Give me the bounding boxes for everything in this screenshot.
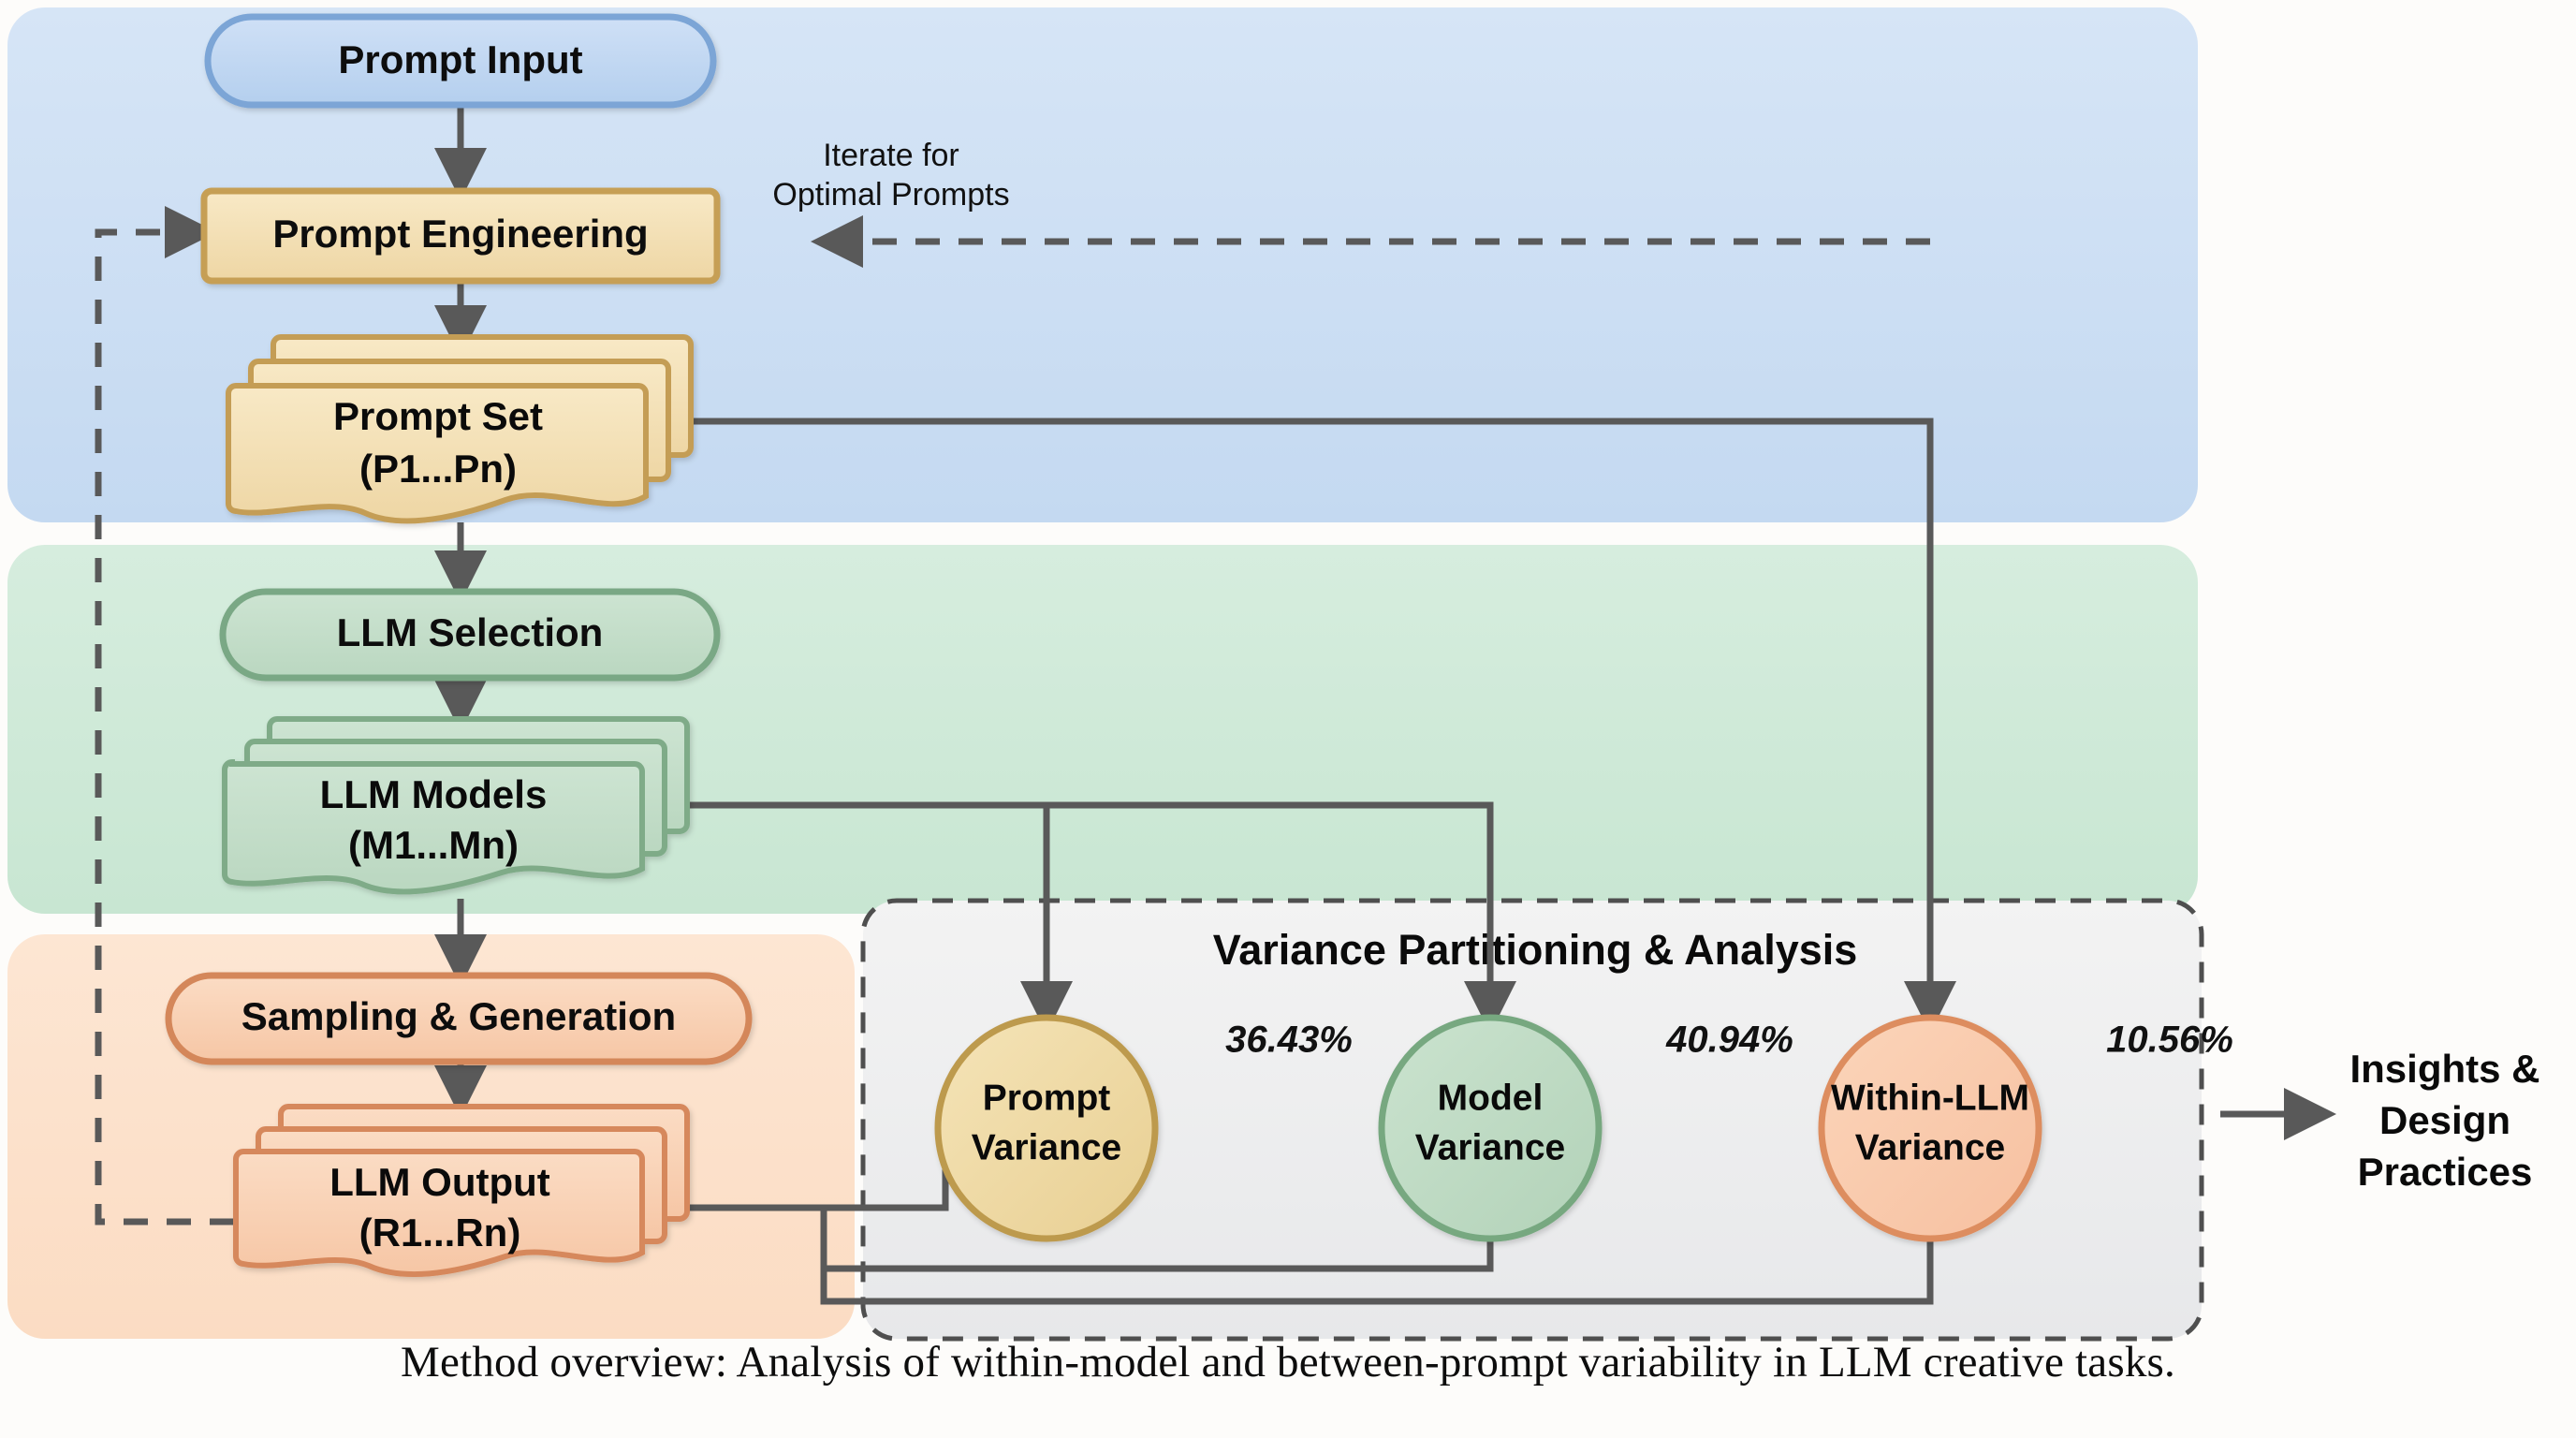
prompt-set-sheet-1[interactable] (226, 383, 649, 524)
llm-selection-label: LLM Selection (337, 610, 604, 654)
outcome-line2: Design (2379, 1098, 2510, 1142)
connectors (434, 105, 2336, 1305)
node-llm-output[interactable]: LLM Output (R1...Rn) (233, 1104, 690, 1277)
feedback-label-line1: Iterate for (823, 138, 959, 173)
arrow-feedback-left-loop (95, 206, 234, 1225)
model-variance-label-line2: Variance (1415, 1127, 1565, 1167)
outcome-line3: Practices (2358, 1150, 2533, 1194)
prompt-engineering-shape[interactable] (200, 187, 721, 285)
prompt-variance-percent: 36.43% (1225, 1020, 1353, 1061)
outcome-insights-design-practices: Insights & Design Practices (2349, 1047, 2539, 1194)
analysis-panel-title: Variance Partitioning & Analysis (1213, 926, 1858, 974)
within-llm-variance-percent: 10.56% (2106, 1020, 2233, 1061)
prompt-set-label-line2: (P1...Pn) (359, 447, 517, 491)
llm-output-label-line2: (R1...Rn) (359, 1211, 521, 1255)
node-llm-selection[interactable]: LLM Selection (219, 588, 721, 682)
arrow-output-to-withinllm (820, 1183, 1956, 1305)
llm-output-label-line1: LLM Output (329, 1160, 550, 1204)
llm-models-label-line2: (M1...Mn) (348, 823, 519, 867)
sampling-generation-label: Sampling & Generation (242, 994, 676, 1038)
prompt-variance-label-line1: Prompt (983, 1078, 1111, 1118)
prompt-set-label-line1: Prompt Set (333, 394, 543, 438)
outcome-line1: Insights & (2349, 1047, 2539, 1091)
feedback-label: Iterate for Optimal Prompts (772, 138, 1009, 213)
arrow-models-to-modelvariance (1046, 801, 1516, 1034)
model-variance-ellipse[interactable] (1378, 1014, 1603, 1242)
node-prompt-set[interactable]: Prompt Set (P1...Pn) (226, 334, 694, 524)
model-variance-percent: 40.94% (1665, 1020, 1793, 1061)
node-prompt-input[interactable]: Prompt Input (204, 13, 717, 109)
sampling-generation-shape[interactable] (165, 972, 753, 1065)
prompt-engineering-label: Prompt Engineering (272, 212, 648, 256)
variance-node-prompt[interactable]: Prompt Variance 36.43% (934, 1014, 1353, 1242)
llm-models-label-line1: LLM Models (320, 772, 548, 816)
variance-node-model[interactable]: Model Variance 40.94% (1378, 1014, 1793, 1242)
arrow-promptset-to-withinllm (683, 418, 1956, 1034)
node-prompt-engineering[interactable]: Prompt Engineering (200, 187, 721, 285)
llm-output-sheet-1[interactable] (233, 1149, 645, 1277)
node-sampling-generation[interactable]: Sampling & Generation (165, 972, 753, 1065)
within-llm-variance-label-line2: Variance (1855, 1127, 2005, 1167)
figure-caption: Method overview: Analysis of within-mode… (401, 1338, 2175, 1387)
prompt-input-shape[interactable] (204, 13, 717, 109)
feedback-label-line2: Optimal Prompts (772, 177, 1009, 213)
prompt-variance-label-line2: Variance (972, 1127, 1121, 1167)
within-llm-variance-label-line1: Within-LLM (1831, 1078, 2029, 1118)
prompt-variance-ellipse[interactable] (934, 1014, 1159, 1242)
feedback-connectors (95, 206, 1930, 1225)
node-llm-models[interactable]: LLM Models (M1...Mn) (222, 716, 690, 895)
variance-node-within-llm[interactable]: Within-LLM Variance 10.56% (1818, 1014, 2233, 1242)
model-variance-label-line1: Model (1438, 1078, 1544, 1118)
within-llm-variance-ellipse[interactable] (1818, 1014, 2042, 1242)
llm-selection-shape[interactable] (219, 588, 721, 682)
llm-models-sheet-1[interactable] (222, 758, 645, 895)
prompt-input-label: Prompt Input (338, 37, 582, 81)
